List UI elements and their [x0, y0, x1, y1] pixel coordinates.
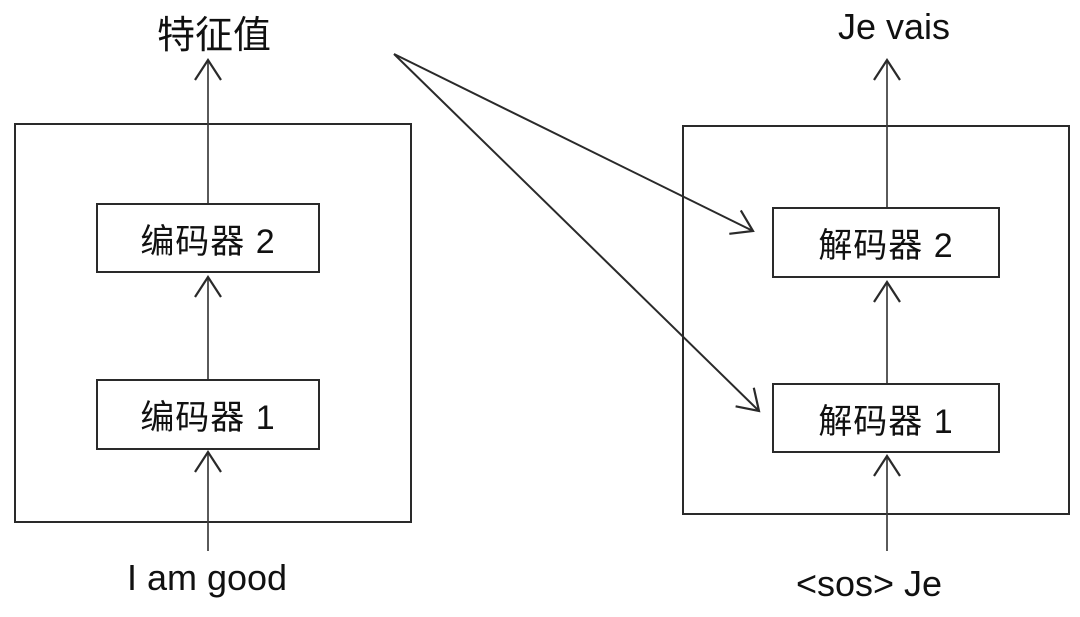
decoder-1-label: 解码器 1	[818, 402, 954, 441]
decoder-input-label: <sos> Je	[795, 563, 943, 604]
decoder-2-label: 解码器 2	[818, 227, 954, 265]
encoder-group-box	[14, 123, 412, 523]
feature-value-label: 特征值	[156, 15, 271, 57]
encoder-input-label: I am good	[126, 557, 288, 598]
decoder-1-block: 解码器 1	[772, 383, 1000, 453]
decoder-2-block: 解码器 2	[772, 207, 1000, 278]
decoder-output-label: Je vais	[837, 6, 951, 47]
encoder-2-label: 编码器 2	[140, 222, 276, 261]
encoder-1-block: 编码器 1	[96, 379, 320, 450]
encoder-2-block: 编码器 2	[96, 203, 320, 273]
decoder-group-box	[682, 125, 1070, 515]
encoder-1-label: 编码器 1	[140, 399, 276, 437]
